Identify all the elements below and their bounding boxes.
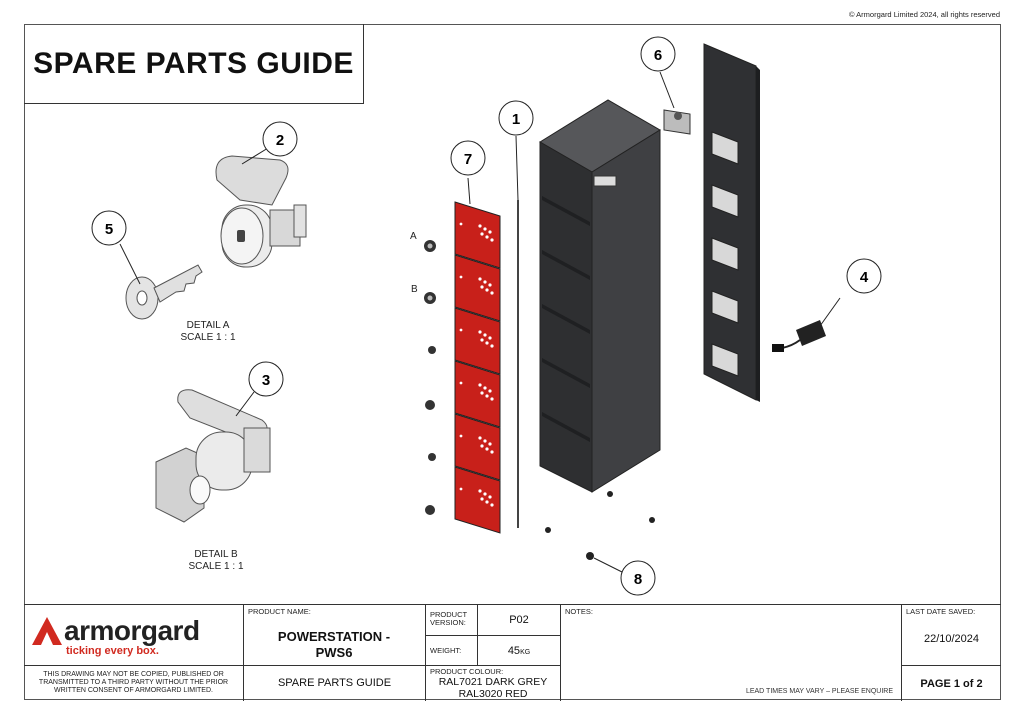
version-label: PRODUCT VERSION:: [430, 610, 467, 627]
balloon-6: 6: [640, 36, 676, 72]
key-drawing: [125, 264, 203, 320]
last-saved-date: 22/10/2024: [923, 633, 980, 645]
locker-door: [454, 254, 501, 322]
double-socket: [711, 131, 739, 165]
last-saved-cell: LAST DATE SAVED: 22/10/2024: [901, 604, 1001, 665]
page-cell: PAGE 1 of 2: [901, 665, 1001, 701]
double-socket: [711, 237, 739, 271]
svg-text:4: 4: [860, 269, 869, 286]
locker-door: [454, 413, 501, 481]
cam-lock-a-drawing: [215, 155, 307, 268]
detail-a-title: DETAIL A: [187, 320, 230, 331]
locker-shelf: [542, 250, 590, 280]
socket-plate: [663, 109, 691, 135]
svg-text:7: 7: [464, 151, 472, 168]
version-value-cell: P02: [477, 604, 560, 635]
balloon-8: 8: [620, 560, 656, 596]
armorgard-logo-icon: [32, 617, 62, 645]
locker-shelf: [542, 412, 590, 442]
locker-door: [454, 360, 501, 428]
power-adapter: [772, 297, 841, 352]
colour-primary: RAL7021 DARK GREY: [438, 676, 548, 688]
detail-b-marker: B: [411, 284, 418, 295]
product-version: P02: [509, 614, 529, 626]
product-name-label: PRODUCT NAME:: [248, 607, 311, 616]
weight-value-cell: 45KG: [477, 635, 560, 665]
svg-text:3: 3: [262, 372, 270, 389]
page-number: PAGE 1 of 2: [920, 678, 983, 690]
balloon-2: 2: [262, 121, 298, 157]
detail-b-scale: SCALE 1 : 1: [188, 561, 243, 572]
locker-shelf: [542, 196, 590, 226]
svg-text:1: 1: [512, 111, 520, 128]
double-socket: [711, 290, 739, 324]
balloon-1: 1: [498, 100, 534, 136]
colour-cell: PRODUCT COLOUR: RAL7021 DARK GREY RAL302…: [425, 665, 560, 701]
double-socket: [711, 184, 739, 218]
locker-door: [454, 466, 501, 534]
balloon-4: 4: [846, 258, 882, 294]
fixings-column: [424, 240, 436, 515]
weight-label: WEIGHT:: [430, 646, 462, 655]
drawing-sheet-border: [24, 24, 1001, 700]
detail-a-scale: SCALE 1 : 1: [180, 332, 235, 343]
lead-times-note: LEAD TIMES MAY VARY – PLEASE ENQUIRE: [745, 688, 893, 695]
locker-shelf: [542, 358, 590, 388]
page-title: SPARE PARTS GUIDE: [33, 46, 354, 80]
weight-label-cell: WEIGHT:: [425, 635, 477, 665]
version-label-cell: PRODUCT VERSION:: [425, 604, 477, 635]
product-name: POWERSTATION - PWS6: [277, 629, 391, 660]
detail-b-title: DETAIL B: [194, 549, 238, 560]
balloon-3: 3: [248, 361, 284, 397]
copy-disclaimer: THIS DRAWING MAY NOT BE COPIED, PUBLISHE…: [24, 665, 243, 701]
last-saved-label: LAST DATE SAVED:: [906, 607, 976, 616]
red-doors: [454, 201, 501, 534]
copyright-notice: © Armorgard Limited 2024, all rights res…: [848, 10, 1000, 19]
locker-door: [454, 307, 501, 375]
brand-name: armorgard: [64, 615, 200, 646]
colour-label: PRODUCT COLOUR:: [430, 667, 504, 676]
locker-body: [539, 99, 661, 533]
title-box: SPARE PARTS GUIDE: [24, 24, 364, 104]
svg-text:5: 5: [105, 221, 113, 238]
exploded-drawing: A B DETAIL A SCALE 1 : 1 DETAIL B SCALE …: [91, 36, 882, 596]
double-socket: [711, 343, 739, 377]
locker-shelf: [542, 304, 590, 334]
weight-unit: KG: [520, 649, 531, 656]
svg-text:2: 2: [276, 132, 284, 149]
doc-type: SPARE PARTS GUIDE: [277, 677, 392, 689]
brand-logo: armorgard ticking every box.: [24, 605, 243, 665]
title-block: armorgard ticking every box. THIS DRAWIN…: [24, 604, 1001, 701]
power-panel: [703, 43, 760, 402]
weight-value: 45: [507, 645, 521, 657]
detail-a-marker: A: [410, 231, 417, 242]
balloon-5: 5: [91, 210, 127, 246]
notes-cell: NOTES: LEAD TIMES MAY VARY – PLEASE ENQU…: [560, 604, 901, 701]
notes-label: NOTES:: [565, 607, 593, 616]
locker-door: [454, 201, 501, 269]
cam-lock-b-drawing: [155, 389, 271, 523]
svg-text:8: 8: [634, 571, 642, 588]
colour-secondary: RAL3020 RED: [458, 688, 528, 700]
doc-type-cell: SPARE PARTS GUIDE: [243, 665, 425, 701]
svg-text:6: 6: [654, 47, 662, 64]
product-name-cell: PRODUCT NAME: POWERSTATION - PWS6: [243, 604, 425, 665]
foot: [586, 552, 623, 573]
balloon-7: 7: [450, 140, 486, 176]
brand-tagline: ticking every box.: [66, 645, 159, 657]
